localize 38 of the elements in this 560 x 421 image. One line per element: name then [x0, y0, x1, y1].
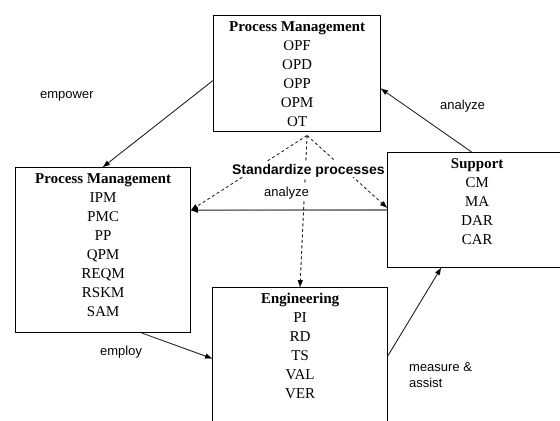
process-area-label: OPD [280, 56, 313, 75]
process-area-label: SAM [86, 303, 120, 322]
process-area-label: TS [290, 347, 310, 366]
edge-label: analyze [264, 184, 309, 200]
process-area-label: RD [288, 328, 312, 347]
process-area-label: REQM [80, 265, 126, 284]
process-area-label: PMC [86, 208, 120, 227]
process-area-label: VAL [284, 366, 316, 385]
edge-label: employ [100, 343, 142, 359]
process-area-label: OT [286, 113, 308, 132]
edge-label: Standardize processes [232, 161, 385, 177]
arrow [388, 268, 442, 356]
process-box [387, 152, 560, 268]
process-area-label: OPM [280, 94, 314, 113]
arrow [102, 80, 214, 168]
process-area-label: VER [284, 385, 316, 404]
process-area-label: PI [292, 309, 308, 328]
box-heading: Engineering [260, 290, 340, 309]
process-area-label: PP [94, 227, 112, 246]
process-area-label: IPM [88, 189, 118, 208]
box-heading: Support [450, 155, 504, 174]
process-area-label: DAR [460, 212, 494, 231]
process-box [213, 15, 381, 132]
process-box [15, 167, 191, 333]
box-heading: Process Management [34, 170, 172, 189]
process-area-label: CM [464, 174, 490, 193]
process-area-label: QPM [86, 246, 120, 265]
edge-label: analyze [440, 97, 485, 113]
process-area-label: OPP [282, 75, 312, 94]
process-area-label: RSKM [80, 284, 126, 303]
process-area-label: CAR [460, 231, 494, 250]
arrow [141, 332, 212, 359]
arrow [190, 207, 388, 213]
arrow [380, 88, 472, 152]
box-heading: Process Management [228, 18, 366, 37]
process-box [212, 287, 388, 421]
process-area-label: MA [464, 193, 490, 212]
process-area-label: OPF [282, 37, 312, 56]
